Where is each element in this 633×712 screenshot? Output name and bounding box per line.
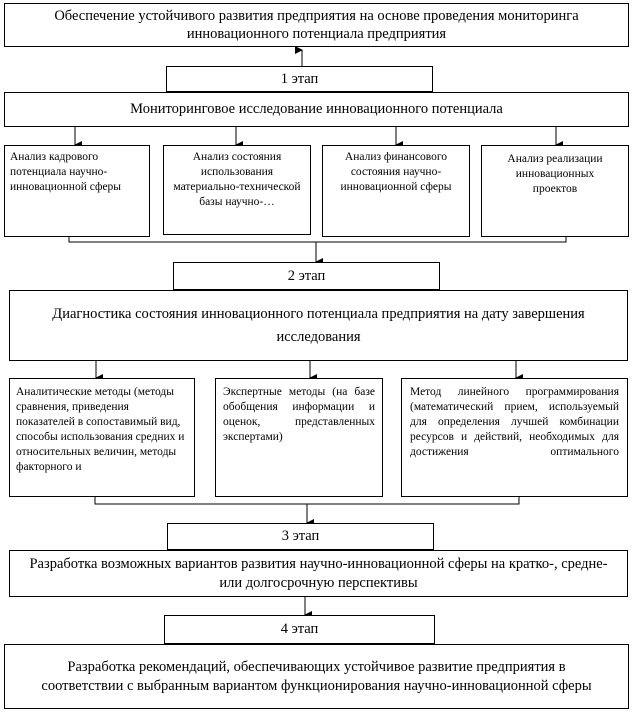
stage2-method-3-text: Метод линейного программирования (матема… (410, 386, 619, 458)
stage1-label-box: 1 этап (166, 66, 433, 92)
stage1-item-4-text: Анализ реализации инновационных проектов (507, 153, 603, 195)
stage1-item-2: Анализ состояния использования материаль… (163, 145, 311, 235)
stage2-label-box: 2 этап (173, 262, 440, 290)
stage4-title: Разработка рекомендаций, обеспечивающих … (41, 659, 592, 694)
stage1-title-box: Мониторинговое исследование инновационно… (4, 92, 629, 127)
stage1-title: Мониторинговое исследование инновационно… (130, 101, 503, 118)
stage1-item-2-text: Анализ состояния использования материаль… (173, 151, 301, 208)
goal-text: Обеспечение устойчивого развития предпри… (54, 7, 579, 42)
stage1-item-3: Анализ финансового состояния научно-инно… (322, 145, 470, 237)
stage2-method-3: Метод линейного программирования (матема… (401, 378, 628, 497)
stage3-title: Разработка возможных вариантов развития … (29, 556, 608, 591)
stage4-label: 4 этап (280, 621, 319, 638)
stage3-label-box: 3 этап (167, 523, 434, 550)
stage3-title-box: Разработка возможных вариантов развития … (9, 550, 628, 597)
stage2-method-1: Аналитические методы (методы сравнения, … (9, 378, 195, 497)
stage2-method-1-text: Аналитические методы (методы сравнения, … (16, 386, 185, 473)
stage2-title-box: Диагностика состояния инновационного пот… (9, 290, 628, 361)
stage1-label: 1 этап (280, 70, 319, 87)
stage2-label: 2 этап (287, 267, 326, 284)
stage1-item-3-text: Анализ финансового состояния научно-инно… (340, 151, 452, 193)
stage3-label: 3 этап (281, 528, 320, 545)
stage1-item-4: Анализ реализации инновационных проектов (481, 145, 629, 237)
stage1-item-1-text: Анализ кадрового потенциала научно-иннов… (10, 151, 122, 193)
goal-box: Обеспечение устойчивого развития предпри… (4, 3, 629, 47)
stage2-method-2: Экспертные методы (на базе обобщения инф… (215, 378, 383, 497)
stage2-method-2-text: Экспертные методы (на базе обобщения инф… (223, 386, 375, 443)
stage2-title: Диагностика состояния инновационного пот… (52, 306, 585, 345)
stage4-title-box: Разработка рекомендаций, обеспечивающих … (4, 644, 629, 709)
stage1-item-1: Анализ кадрового потенциала научно-иннов… (4, 145, 150, 237)
stage4-label-box: 4 этап (164, 615, 435, 644)
